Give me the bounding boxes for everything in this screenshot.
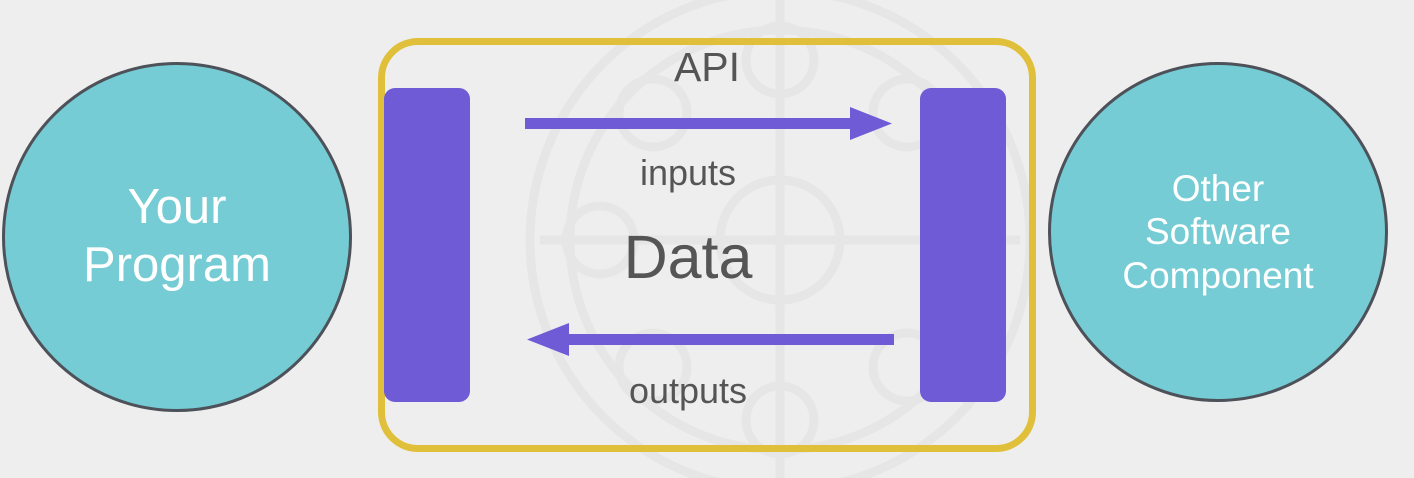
node-other-software-component[interactable]: Other Software Component: [1048, 62, 1388, 402]
api-label: API: [673, 44, 741, 90]
node-your-program[interactable]: Your Program: [2, 62, 352, 412]
your-program-line-2: Program: [83, 238, 271, 292]
arrow-right-icon: [525, 107, 892, 140]
arrow-left-icon: [527, 323, 894, 356]
inputs-label: inputs: [639, 152, 737, 193]
data-label: Data: [623, 223, 753, 291]
outputs-label: outputs: [628, 370, 748, 411]
other-software-component-line-3: Component: [1122, 254, 1314, 296]
left-connector-bar[interactable]: [384, 88, 470, 402]
api-container: [378, 38, 1036, 452]
other-software-component-line-1: Other: [1171, 167, 1265, 209]
other-software-component-line-2: Software: [1144, 211, 1291, 253]
right-connector-bar[interactable]: [920, 88, 1006, 402]
your-program-line-1: Your: [127, 180, 227, 235]
